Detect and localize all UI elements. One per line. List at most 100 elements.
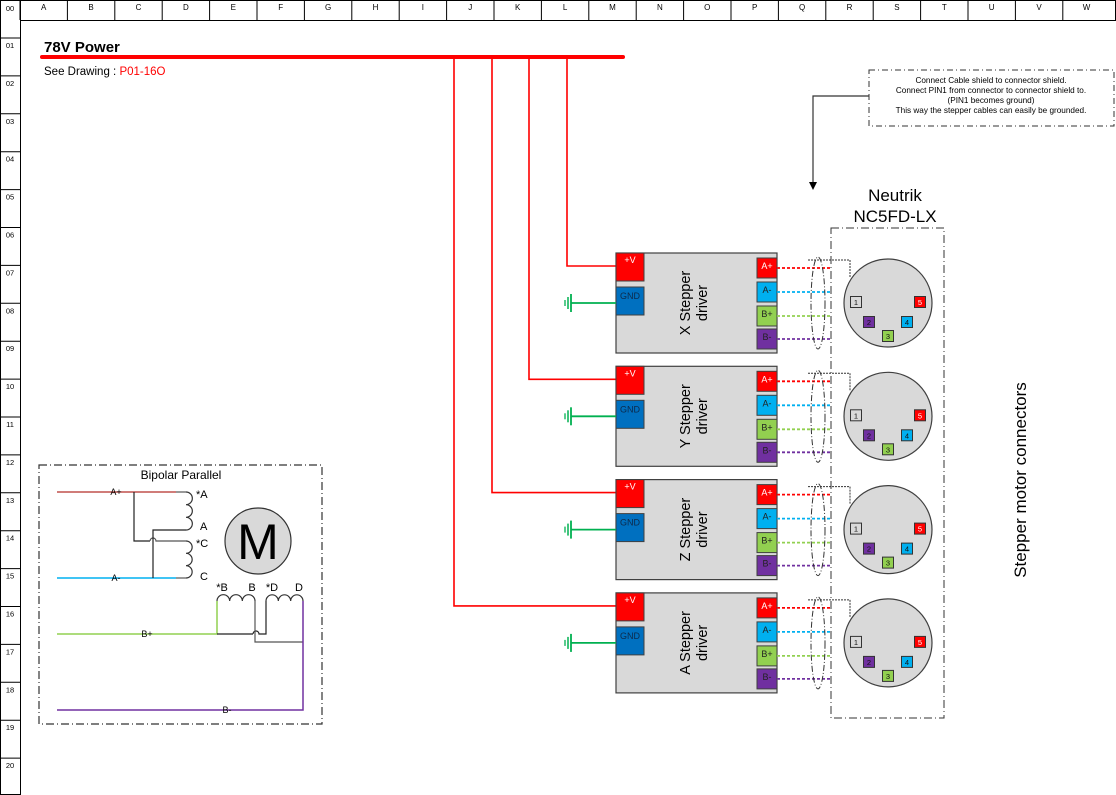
driver-label: Y Stepperdriver	[678, 384, 711, 448]
wire-label-b-minus: B-	[223, 705, 232, 715]
column-label-j: J	[468, 3, 472, 12]
ground-terminal	[615, 399, 645, 429]
driver-label-line2: driver	[695, 625, 711, 661]
connector-pin-label: 2	[867, 545, 871, 554]
ground-terminal-label: GND	[620, 404, 641, 414]
row-label-19: 19	[6, 723, 14, 732]
power-terminal	[615, 365, 645, 395]
output-terminal-label: A+	[761, 261, 772, 271]
power-terminal	[615, 592, 645, 622]
power-terminal	[615, 479, 645, 509]
power-feed-wire	[453, 57, 616, 607]
connector-pin-2	[863, 429, 875, 442]
connector-pin-1	[850, 635, 862, 648]
see-drawing-label: See Drawing :	[44, 66, 119, 78]
connector-pin-label: 1	[854, 525, 858, 534]
see-drawing-text: See Drawing : P01-16O	[44, 66, 166, 78]
connector-pin-5	[914, 635, 926, 648]
connector-pin-3	[882, 443, 894, 456]
ground-terminal-label: GND	[620, 291, 641, 301]
motor-symbol	[224, 507, 292, 575]
motor-coil	[185, 540, 193, 579]
connector-title-line2: NC5FD-LX	[853, 207, 936, 226]
row-label-11: 11	[6, 420, 14, 429]
coil-label-a-end: A	[200, 521, 208, 533]
connector-pin-label: 5	[918, 298, 922, 307]
row-label-12: 12	[6, 458, 14, 467]
bridge-wire	[152, 529, 186, 578]
column-label-k: K	[515, 3, 521, 12]
cable-shield-symbol	[810, 256, 826, 350]
column-label-c: C	[136, 3, 142, 12]
power-terminal-label: +V	[624, 482, 635, 492]
column-label-a: A	[41, 3, 47, 12]
motor-coil	[216, 594, 256, 602]
connector-pin-label: 5	[918, 525, 922, 534]
row-label-04: 04	[6, 155, 14, 164]
connector-pin-label: 5	[918, 638, 922, 647]
ground-terminal-label: GND	[620, 631, 641, 641]
connector-pin-4	[901, 655, 913, 668]
row-label-01: 01	[6, 41, 14, 50]
column-label-e: E	[231, 3, 236, 12]
connector-pin-4	[901, 316, 913, 328]
ground-terminal	[615, 626, 645, 656]
column-label-s: S	[894, 3, 899, 12]
motor-coil	[185, 491, 193, 531]
wire-b-minus	[57, 601, 304, 711]
column-label-h: H	[373, 3, 379, 12]
coil-label-b-end: B	[248, 582, 255, 594]
power-title: 78V Power	[44, 39, 120, 56]
wire-label-b-plus: B+	[141, 629, 152, 639]
motor-panel-box	[38, 464, 323, 725]
bridge-wire	[254, 601, 303, 643]
connector-pin-2	[863, 316, 875, 328]
driver-label: X Stepperdriver	[678, 271, 711, 336]
row-label-05: 05	[6, 193, 14, 202]
connector-pin-4	[901, 429, 913, 442]
driver-label-line1: Z Stepper	[678, 498, 694, 562]
cable-shield-symbol	[810, 483, 826, 577]
connector-pin-5	[914, 409, 926, 422]
column-label-i: I	[422, 3, 424, 12]
row-label-10: 10	[6, 382, 14, 391]
connector-pin-label: 4	[905, 658, 909, 667]
connector-pin-3	[882, 669, 894, 682]
output-terminal-label: A+	[761, 488, 772, 498]
output-terminal-label: B+	[761, 536, 772, 546]
row-label-08: 08	[6, 306, 14, 315]
shield-ground-link	[808, 486, 851, 505]
connector-pin-label: 1	[854, 638, 858, 647]
output-terminal-label: B-	[763, 559, 772, 569]
drawing-ref-link[interactable]: P01-16O	[119, 66, 165, 78]
connector-pin-label: 4	[905, 431, 909, 440]
shield-ground-link	[808, 599, 851, 618]
coil-label-b-start: *B	[216, 582, 228, 594]
connector-pin-1	[850, 409, 862, 422]
power-feed-wire	[528, 57, 616, 381]
wire-label-a-minus: A-	[112, 573, 121, 583]
row-label-09: 09	[6, 344, 14, 353]
output-terminal-label: A-	[763, 285, 772, 295]
connector-title-line1: Neutrik	[868, 186, 922, 205]
cable-shield-symbol	[810, 369, 826, 463]
row-label-02: 02	[6, 79, 14, 88]
connector-pin-label: 3	[886, 559, 890, 568]
output-terminal-label: B-	[763, 445, 772, 455]
column-label-o: O	[704, 3, 710, 12]
power-feed-wire	[491, 57, 616, 494]
note-line-1: Connect Cable shield to connector shield…	[915, 76, 1066, 85]
output-terminal-label: B-	[763, 332, 772, 342]
row-label-15: 15	[6, 572, 14, 581]
coil-label-c-end: C	[200, 571, 208, 583]
column-label-m: M	[609, 3, 616, 12]
connector-pin-label: 1	[854, 298, 858, 307]
driver-label-line2: driver	[695, 285, 711, 321]
row-label-13: 13	[6, 496, 14, 505]
power-terminal	[615, 252, 645, 282]
column-label-f: F	[278, 3, 283, 12]
coil-label-a-start: *A	[196, 489, 208, 501]
grid-corner-label: 00	[6, 4, 14, 13]
